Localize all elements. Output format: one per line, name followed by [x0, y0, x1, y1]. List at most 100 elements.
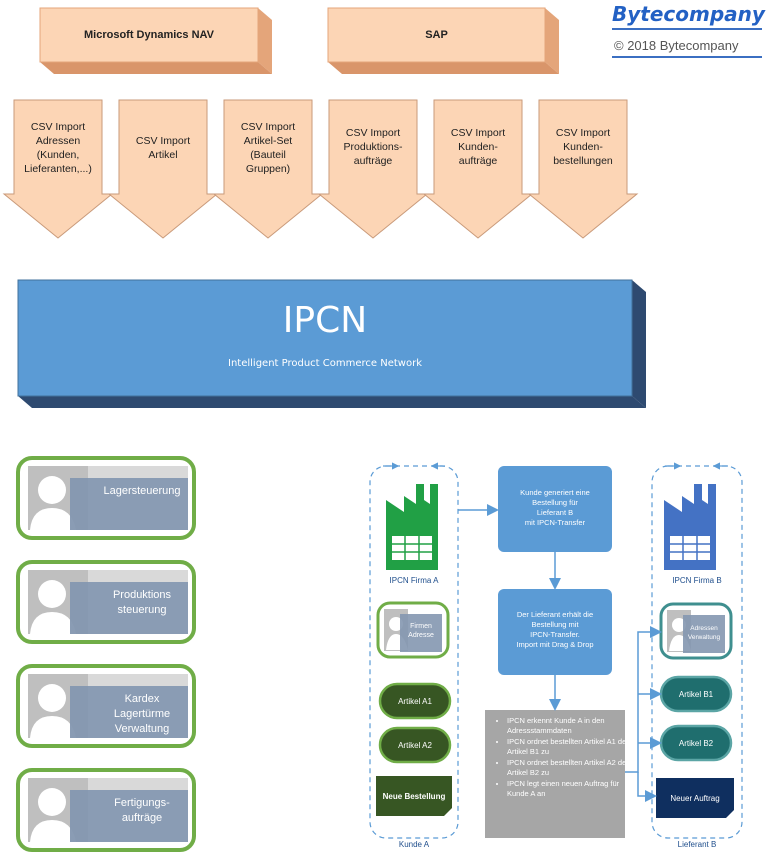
csv-import-article-sets: CSV Import Artikel-Set (Bauteil Gruppen)	[225, 120, 311, 176]
module-line: Verwaltung	[114, 723, 170, 735]
module-card-1	[16, 456, 196, 540]
csv-line: Artikel	[148, 149, 178, 161]
csv-line: CSV Import	[450, 127, 506, 139]
module-card-4	[16, 768, 196, 852]
csv-line: aufträge	[353, 155, 393, 167]
flow-bullet: IPCN erkennt Kunde A in den Adressstammd…	[507, 716, 635, 736]
address-card-a-shape	[376, 601, 450, 659]
csv-line: Lieferanten,...)	[24, 163, 92, 175]
flow-line: Bestellung für	[532, 498, 578, 507]
csv-line: CSV Import	[30, 121, 86, 133]
source-label-sap: SAP	[425, 29, 448, 41]
source-box-nav	[39, 7, 272, 74]
address-card-b-shape	[659, 602, 733, 660]
csv-arrow-6	[527, 99, 639, 239]
customer-a-footer: Kunde A	[398, 840, 430, 849]
ipcn-subtitle: Intelligent Product Commerce Network	[228, 358, 422, 369]
csv-import-production-orders: CSV Import Produktions- aufträge	[330, 126, 416, 168]
flow-line: Kunde generiert eine	[520, 488, 590, 497]
module-label-manufacturing: Fertigungs- aufträge	[96, 796, 188, 826]
connector-to-order-b	[637, 772, 657, 802]
csv-line: (Kunden,	[36, 149, 80, 161]
flow-line: Lieferant B	[536, 508, 574, 517]
brand-copyright: © 2018 Bytecompany	[614, 38, 739, 53]
csv-import-addresses: CSV Import Adressen (Kunden, Lieferanten…	[15, 120, 101, 176]
supplier-b-frame	[651, 462, 743, 839]
csv-arrow-1	[2, 99, 114, 239]
source-label-nav: Microsoft Dynamics NAV	[84, 29, 214, 41]
address-line: Adresse	[408, 632, 434, 639]
flow-line: mit IPCN-Transfer	[524, 518, 586, 527]
flow-line: Import mit Drag & Drop	[516, 640, 594, 649]
module-card-2	[16, 560, 196, 644]
company-b-caption: IPCN Firma B	[672, 576, 722, 585]
address-line: Adressen	[690, 625, 718, 632]
module-line: Lagersteuerung	[103, 485, 181, 497]
csv-line: CSV Import	[240, 121, 296, 133]
ipcn-title: IPCN	[282, 300, 368, 341]
address-line: Verwaltung	[687, 634, 721, 641]
module-line: Kardex Lagertürme	[113, 693, 171, 720]
module-card-3	[16, 664, 196, 748]
article-a2-label: Artikel A2	[398, 740, 432, 750]
flow-line: Der Lieferant erhält die	[516, 610, 594, 619]
article-b2-label: Artikel B2	[678, 738, 714, 748]
csv-line: Gruppen)	[245, 163, 291, 175]
module-label-kardex: Kardex Lagertürme Verwaltung	[96, 692, 188, 737]
address-line: Firmen	[410, 623, 432, 630]
brand-underline	[612, 28, 762, 30]
flow-bullet-list: IPCN erkennt Kunde A in den Adressstammd…	[495, 716, 635, 800]
csv-arrow-3	[212, 99, 324, 239]
connector-bullets-trunk	[625, 626, 662, 773]
csv-line: CSV Import	[555, 127, 611, 139]
csv-line: bestellungen	[553, 155, 613, 167]
source-box-sap	[327, 7, 559, 74]
csv-line: CSV Import	[345, 127, 401, 139]
company-a-caption: IPCN Firma A	[389, 576, 439, 585]
csv-line: (Bauteil	[250, 149, 286, 161]
csv-line: Kunden-	[458, 141, 498, 153]
flow-bullet: IPCN ordnet bestellten Artikel A2 dem Ar…	[507, 758, 635, 778]
module-line: steuerung	[117, 604, 167, 616]
brand-name: Bytecompany	[612, 2, 765, 26]
csv-import-customer-orders: CSV Import Kunden- aufträge	[435, 126, 521, 168]
flow-step-2-box	[498, 589, 612, 675]
csv-import-articles: CSV Import Artikel	[120, 134, 206, 162]
csv-line: Adressen	[35, 135, 81, 147]
module-line: aufträge	[121, 812, 163, 824]
article-a1-pill	[378, 682, 452, 720]
flow-bullet: IPCN ordnet bestellten Artikel A1 dem Ar…	[507, 737, 635, 757]
module-label-warehouse: Lagersteuerung	[96, 484, 188, 499]
csv-line: Kunden-	[563, 141, 603, 153]
factory-a-icon	[386, 484, 438, 570]
supplier-b-footer: Lieferant B	[677, 840, 717, 849]
ipcn-platform-box	[17, 279, 646, 408]
module-label-production: Produktions steuerung	[96, 588, 188, 618]
article-b1-label: Artikel B1	[678, 689, 714, 699]
csv-arrow-shapes	[2, 99, 639, 239]
address-a-label: Firmen Adresse	[400, 622, 442, 640]
module-cards	[16, 456, 196, 852]
new-contract-label: Neuer Auftrag	[670, 793, 720, 803]
flow-step-1-text: Kunde generiert eine Bestellung für Lief…	[500, 488, 610, 528]
module-line: Produktions	[112, 589, 172, 601]
factory-b-icon	[664, 484, 716, 570]
order-b-box	[656, 778, 734, 818]
csv-import-customer-purchases: CSV Import Kunden- bestellungen	[540, 126, 626, 168]
csv-arrow-5	[422, 99, 534, 239]
brand-underline-bottom	[612, 56, 762, 58]
new-order-label: Neue Bestellung	[382, 791, 446, 801]
module-line: Fertigungs-	[114, 797, 170, 809]
flow-step-1-box	[498, 466, 612, 552]
csv-arrow-4	[317, 99, 429, 239]
flow-step-2-text: Der Lieferant erhält die Bestellung mit …	[500, 610, 610, 650]
csv-line: Produktions-	[343, 141, 403, 153]
flow-bullets-box	[485, 710, 625, 838]
csv-line: aufträge	[458, 155, 498, 167]
customer-a-frame	[369, 462, 459, 839]
order-a-box	[376, 776, 452, 816]
csv-line: Artikel-Set	[243, 135, 293, 147]
article-a1-label: Artikel A1	[398, 696, 432, 706]
flow-line: Bestellung mit	[531, 620, 579, 629]
